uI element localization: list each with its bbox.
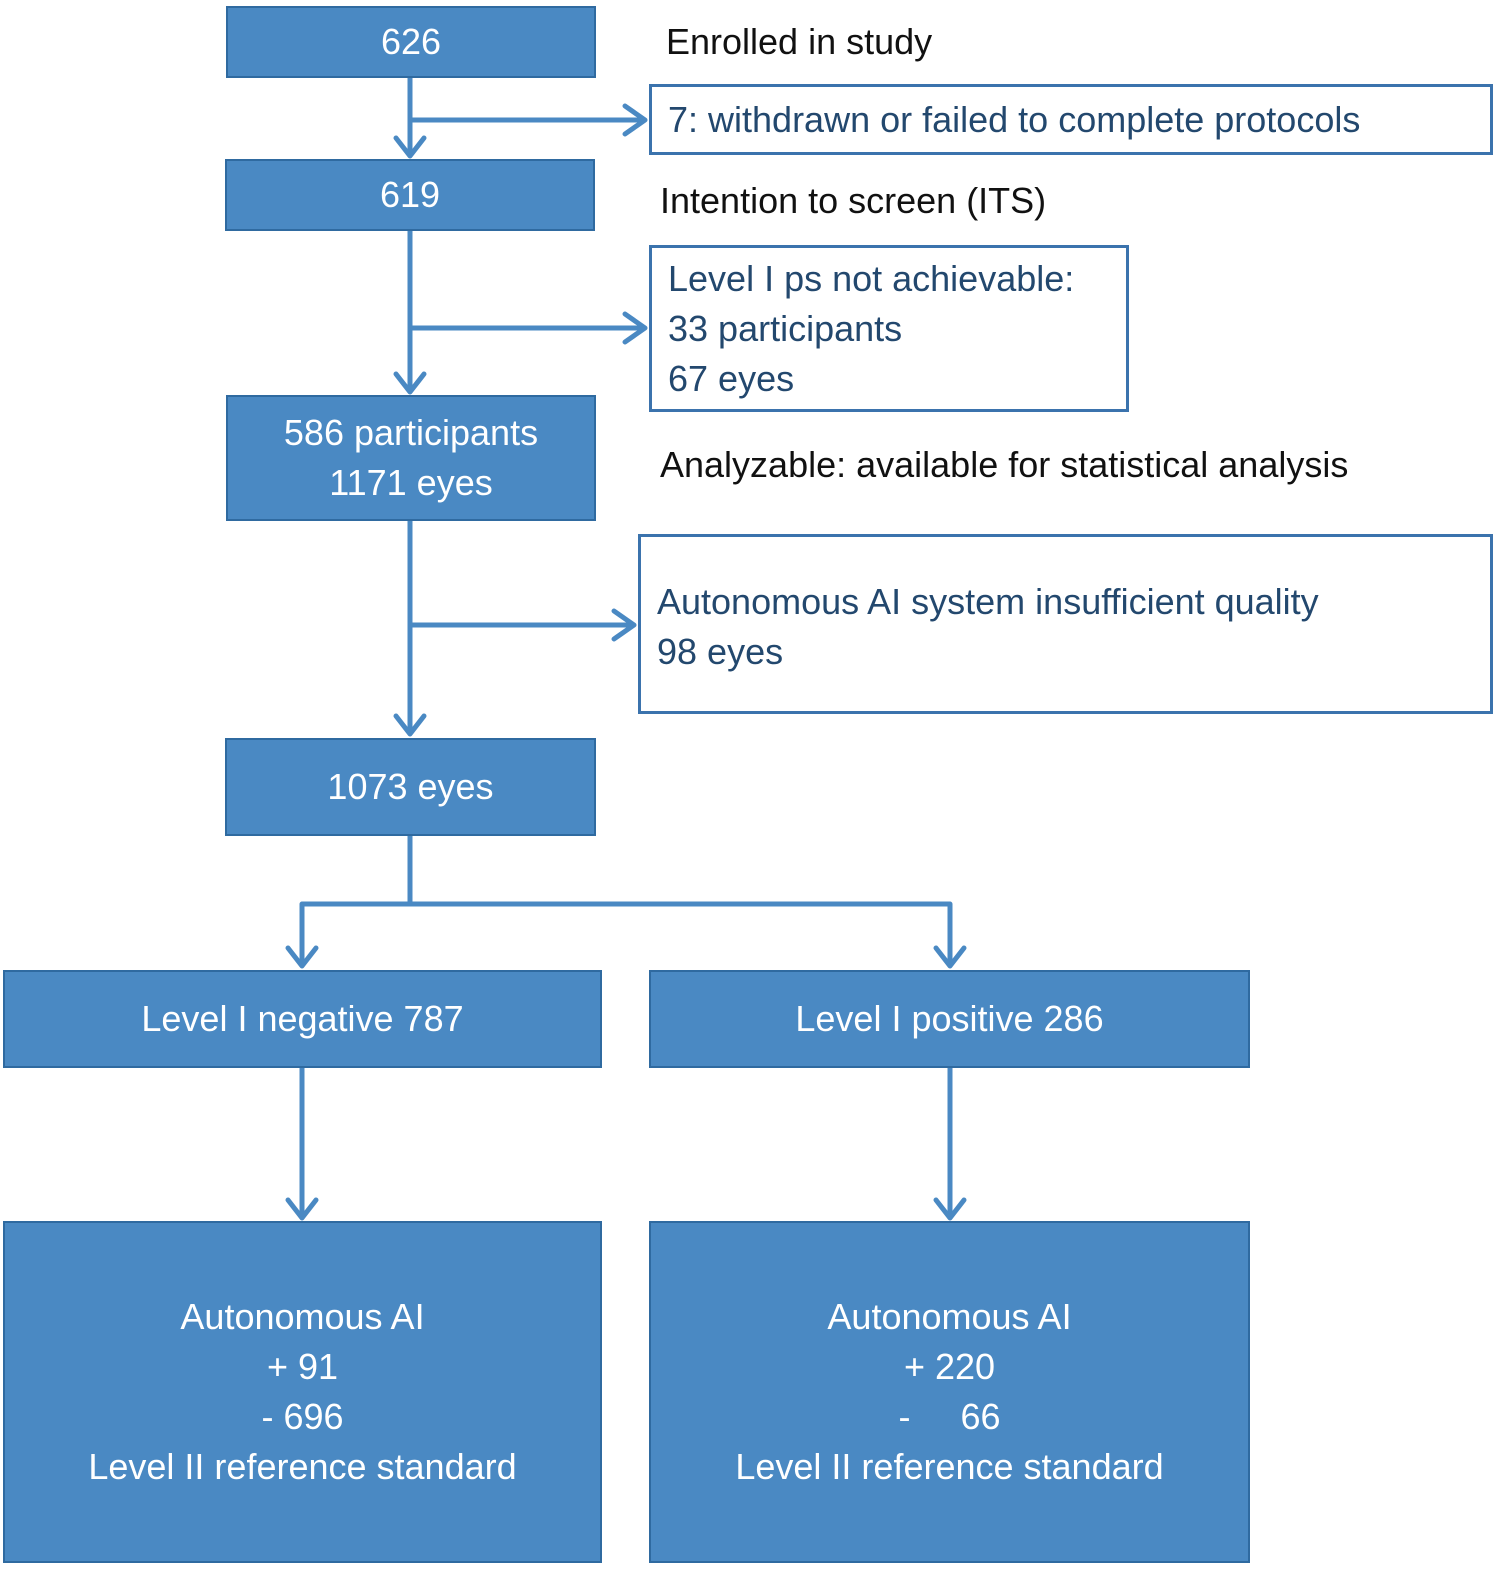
enrolled-note: Enrolled in study (666, 21, 933, 62)
withdrawn-label: 7: withdrawn or failed to complete proto… (668, 98, 1361, 140)
not-achievable-title: Level I ps not achievable: (668, 257, 1075, 299)
enrolled-count: 626 (380, 21, 442, 62)
insufficient-title: Autonomous AI system insufficient qualit… (657, 581, 1319, 622)
arrow-to-insufficient (407, 608, 637, 642)
its-box: 619 (225, 159, 595, 231)
arrow-619-to-586 (393, 228, 427, 395)
its-note: Intention to screen (ITS) (660, 180, 1047, 221)
ai-negative-plus: + 91 (266, 1346, 339, 1387)
arrow-positive-to-ai (933, 1065, 967, 1221)
negative-box: Level I negative 787 (3, 970, 602, 1068)
ai-negative-title: Autonomous AI (180, 1296, 425, 1337)
arrow-to-not-achievable (407, 311, 648, 345)
positive-label: Level I positive 286 (795, 998, 1104, 1039)
arrow-626-to-619 (393, 75, 427, 159)
analyzable-box: 586 participants 1171 eyes (226, 395, 596, 521)
positive-box: Level I positive 286 (649, 970, 1250, 1068)
its-count: 619 (379, 174, 441, 215)
withdrawn-box: 7: withdrawn or failed to complete proto… (649, 84, 1493, 155)
ai-positive-reference: Level II reference standard (735, 1446, 1164, 1487)
analyzable-participants: 586 participants (283, 412, 539, 453)
negative-label: Level I negative 787 (141, 998, 464, 1039)
analyzable-note: Analyzable: available for statistical an… (660, 444, 1349, 485)
enrolled-box: 626 (226, 6, 596, 78)
ai-positive-minus: - 66 (898, 1396, 1001, 1437)
ai-negative-reference: Level II reference standard (88, 1446, 517, 1487)
arrow-negative-to-ai (285, 1065, 319, 1221)
ai-negative-minus: - 696 (261, 1396, 344, 1437)
arrow-to-withdrawn (407, 103, 648, 137)
ai-positive-plus: + 220 (903, 1346, 996, 1387)
ai-positive-title: Autonomous AI (827, 1296, 1072, 1337)
insufficient-eyes: 98 eyes (657, 631, 784, 672)
split-connector (285, 833, 967, 969)
eyes-count: 1073 eyes (327, 766, 494, 807)
ai-negative-box: Autonomous AI + 91 - 696 Level II refere… (3, 1221, 602, 1563)
not-achievable-participants: 33 participants (668, 307, 903, 349)
ai-positive-box: Autonomous AI + 220 - 66 Level II refere… (649, 1221, 1250, 1563)
not-achievable-eyes: 67 eyes (668, 357, 795, 399)
not-achievable-box: Level I ps not achievable: 33 participan… (649, 245, 1129, 412)
insufficient-box: Autonomous AI system insufficient qualit… (638, 534, 1493, 714)
eyes-box: 1073 eyes (225, 738, 596, 836)
analyzable-eyes: 1171 eyes (329, 462, 493, 503)
